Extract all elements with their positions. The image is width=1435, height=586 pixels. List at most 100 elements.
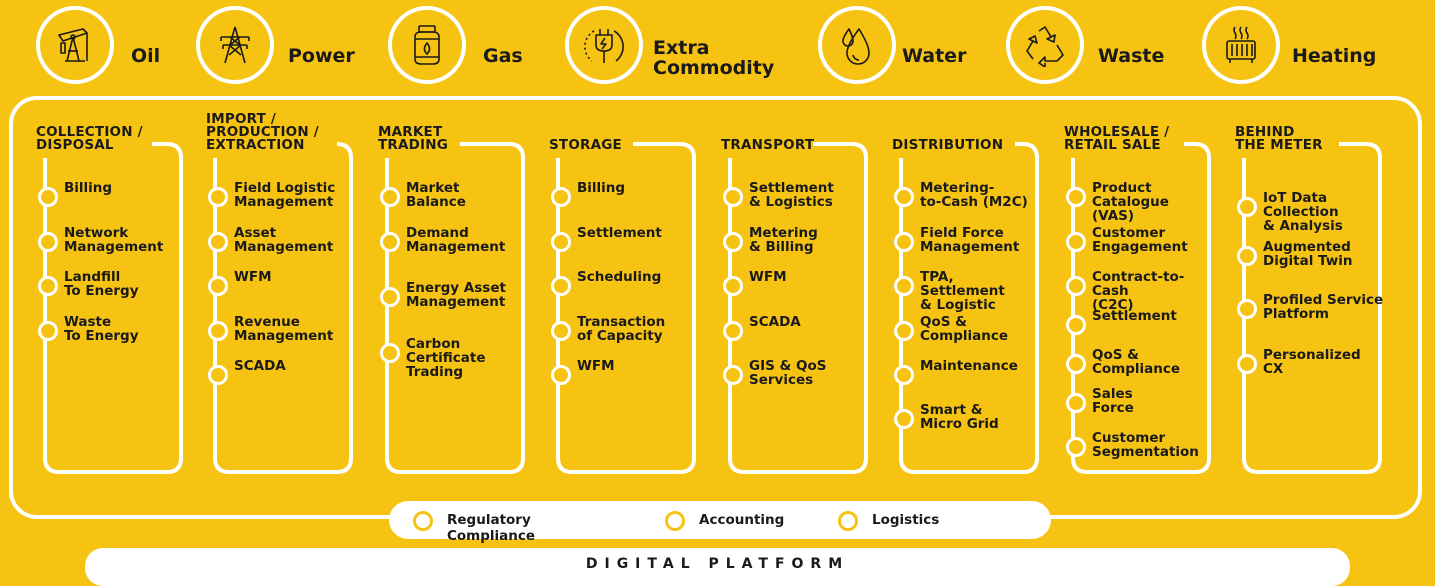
circle-icon xyxy=(1066,276,1086,296)
circle-icon xyxy=(208,365,228,385)
commodity-gas: Gas xyxy=(388,6,528,92)
circle-icon xyxy=(551,365,571,385)
gas-cylinder-icon xyxy=(388,6,466,84)
circle-icon xyxy=(723,321,743,341)
item-label: TPA, Settlement & Logistic xyxy=(920,269,1005,313)
circle-icon xyxy=(551,321,571,341)
circle-icon xyxy=(1237,299,1257,319)
plug-icon xyxy=(565,6,643,84)
circle-icon xyxy=(1066,187,1086,207)
circle-icon xyxy=(380,287,400,307)
circle-icon xyxy=(38,187,58,207)
column-title: IMPORT / PRODUCTION / EXTRACTION xyxy=(206,111,319,153)
circle-icon xyxy=(1237,197,1257,217)
item-label: Billing xyxy=(64,180,113,196)
circle-icon xyxy=(551,187,571,207)
circle-icon xyxy=(723,365,743,385)
commodity-waste: Waste xyxy=(1006,6,1166,92)
circle-icon xyxy=(894,232,914,252)
item-label: WFM xyxy=(749,269,787,285)
commodity-label: Oil xyxy=(131,45,161,67)
item-label: Scheduling xyxy=(577,269,662,285)
column-frame xyxy=(1242,142,1382,474)
item-label: Customer Segmentation xyxy=(1092,430,1199,460)
column-frame xyxy=(43,142,183,474)
item-label: GIS & QoS Services xyxy=(749,358,827,388)
service-label: Accounting xyxy=(699,512,785,528)
item-label: SCADA xyxy=(749,314,801,330)
commodity-label: Heating xyxy=(1292,45,1377,67)
item-label: IoT Data Collection & Analysis xyxy=(1263,190,1343,234)
item-label: Augmented Digital Twin xyxy=(1263,239,1353,269)
platform-label: DIGITAL PLATFORM xyxy=(585,556,850,572)
item-label: QoS & Compliance xyxy=(920,314,1009,344)
item-label: Metering- to-Cash (M2C) xyxy=(920,180,1028,210)
item-label: Demand Management xyxy=(406,225,506,255)
item-label: Energy Asset Management xyxy=(406,280,506,310)
item-label: QoS & Compliance xyxy=(1092,347,1181,377)
item-label: Asset Management xyxy=(234,225,334,255)
item-label: Transaction of Capacity xyxy=(577,314,666,344)
column-frame xyxy=(899,142,1039,474)
column-title: MARKET TRADING xyxy=(378,124,449,153)
circle-icon xyxy=(723,276,743,296)
item-label: Smart & Micro Grid xyxy=(920,402,999,432)
commodity-extra: Extra Commodity xyxy=(565,6,795,92)
circle-icon xyxy=(723,187,743,207)
commodity-label: Power xyxy=(288,45,355,67)
column-frame xyxy=(1071,142,1211,474)
circle-icon xyxy=(413,511,433,531)
item-label: Field Logistic Management xyxy=(234,180,336,210)
column-import-production-extraction: IMPORT / PRODUCTION / EXTRACTION Field Lo… xyxy=(206,112,356,478)
column-frame xyxy=(385,142,525,474)
common-services-bar: Regulatory Compliance Accounting Logisti… xyxy=(389,501,1051,544)
circle-icon xyxy=(894,321,914,341)
circle-icon xyxy=(1237,246,1257,266)
circle-icon xyxy=(380,187,400,207)
circle-icon xyxy=(208,232,228,252)
circle-icon xyxy=(665,511,685,531)
column-distribution: DISTRIBUTION Metering- to-Cash (M2C) Field… xyxy=(892,112,1042,478)
circle-icon xyxy=(838,511,858,531)
column-title: TRANSPORT xyxy=(721,137,815,153)
digital-platform-bar: DIGITAL PLATFORM xyxy=(85,548,1350,586)
item-label: Personalized CX xyxy=(1263,347,1361,377)
item-label: Field Force Management xyxy=(920,225,1020,255)
service-label: Logistics xyxy=(872,512,940,528)
commodity-water: Water xyxy=(818,6,978,92)
item-label: Settlement & Logistics xyxy=(749,180,834,210)
circle-icon xyxy=(1066,315,1086,335)
circle-icon xyxy=(1237,354,1257,374)
circle-icon xyxy=(894,409,914,429)
column-title: WHOLESALE / RETAIL SALE xyxy=(1064,124,1170,153)
item-label: Carbon Certificate Trading xyxy=(406,336,486,380)
item-label: Billing xyxy=(577,180,626,196)
radiator-icon xyxy=(1202,6,1280,84)
column-title: DISTRIBUTION xyxy=(892,137,1004,153)
circle-icon xyxy=(894,187,914,207)
water-drop-icon xyxy=(818,6,896,84)
power-tower-icon xyxy=(196,6,274,84)
commodity-oil: Oil xyxy=(36,6,166,92)
circle-icon xyxy=(551,232,571,252)
item-label: Customer Engagement xyxy=(1092,225,1188,255)
item-label: WFM xyxy=(577,358,615,374)
item-label: Contract-to-Cash (C2C) xyxy=(1092,269,1185,313)
circle-icon xyxy=(208,321,228,341)
column-frame xyxy=(556,142,696,474)
circle-icon xyxy=(208,187,228,207)
circle-icon xyxy=(38,232,58,252)
circle-icon xyxy=(38,276,58,296)
item-label: Settlement xyxy=(577,225,662,241)
column-wholesale-retail-sale: WHOLESALE / RETAIL SALE Product Catalogue… xyxy=(1064,112,1214,478)
item-label: Product Catalogue (VAS) xyxy=(1092,180,1169,224)
column-frame xyxy=(213,142,353,474)
item-label: WFM xyxy=(234,269,272,285)
item-label: Profiled Service Platform xyxy=(1263,292,1384,322)
item-label: Network Management xyxy=(64,225,164,255)
